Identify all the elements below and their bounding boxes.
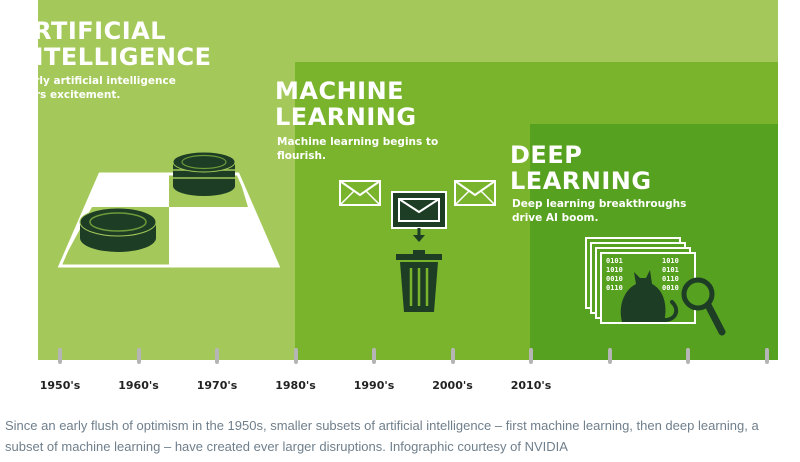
timeline-tick — [293, 348, 298, 372]
checkers-board-icon — [57, 151, 281, 268]
binary-line: 0101 — [606, 257, 623, 265]
envelope-icon — [454, 180, 496, 206]
figure-caption: Since an early flush of optimism in the … — [5, 418, 759, 454]
ml-title: MACHINE LEARNING — [275, 78, 417, 130]
ai-title: ARTIFICIAL INTELLIGENCE — [14, 18, 211, 70]
timeline-tick — [215, 348, 219, 372]
binary-line: 0010 — [606, 275, 623, 283]
binary-line: 1010 — [662, 257, 679, 265]
timeline-label: 1950's — [39, 379, 81, 392]
binary-text: 1010 0101 0110 0010 — [662, 257, 679, 293]
timeline-tick — [607, 348, 612, 372]
binary-line: 0110 — [662, 275, 679, 283]
timeline-tick — [450, 348, 455, 372]
timeline-label: 1990's — [353, 379, 395, 392]
timeline-axis: 1950's 1960's 1970's 1980's 1990's 2000's 2010… — [38, 346, 778, 396]
ai-title-line1: ARTIFICIAL — [14, 17, 167, 45]
dl-title-line1: DEEP — [510, 141, 583, 169]
dl-subtitle: Deep learning breakthroughs drive AI boo… — [512, 198, 687, 224]
dl-title: DEEP LEARNING — [510, 142, 652, 194]
timeline-tick — [529, 348, 533, 372]
checker-piece-top — [172, 151, 236, 196]
ml-subtitle: Machine learning begins to flourish. — [277, 136, 439, 162]
ml-title-line1: MACHINE — [275, 77, 405, 105]
timeline-tick — [372, 348, 376, 372]
timeline-tick — [58, 348, 62, 372]
timeline-tick — [136, 348, 141, 372]
timeline-label: 1970's — [196, 379, 238, 392]
cat-icon — [620, 270, 679, 322]
binary-cat-pages-icon: 0101 1010 0010 0110 1010 0101 0110 0010 — [584, 236, 744, 336]
dl-title-line2: LEARNING — [510, 167, 652, 195]
binary-line: 0101 — [662, 266, 679, 274]
trash-can-icon — [396, 250, 442, 312]
ai-ml-dl-infographic: 0101 1010 0010 0110 1010 0101 0110 0010 — [38, 0, 778, 360]
timeline-label: 1960's — [118, 379, 159, 392]
ai-title-line2: INTELLIGENCE — [14, 43, 212, 71]
timeline-label: 2010's — [510, 379, 552, 392]
checker-piece-bottom — [79, 207, 157, 252]
envelope-icon — [339, 180, 381, 206]
timeline-label: 1980's — [275, 379, 316, 392]
binary-line: 0110 — [606, 284, 623, 292]
binary-line: 0010 — [662, 284, 679, 292]
timeline-tick — [764, 348, 769, 372]
timeline-tick — [686, 348, 690, 372]
inbox-envelope-icon — [391, 191, 447, 242]
timeline-label: 2000's — [432, 379, 473, 392]
ml-title-line2: LEARNING — [275, 103, 417, 131]
binary-line: 1010 — [606, 266, 623, 274]
ai-subtitle: Early artificial intelligence stirs exci… — [20, 75, 176, 101]
magnifier-icon — [681, 277, 726, 336]
binary-text: 0101 1010 0010 0110 — [606, 257, 623, 293]
